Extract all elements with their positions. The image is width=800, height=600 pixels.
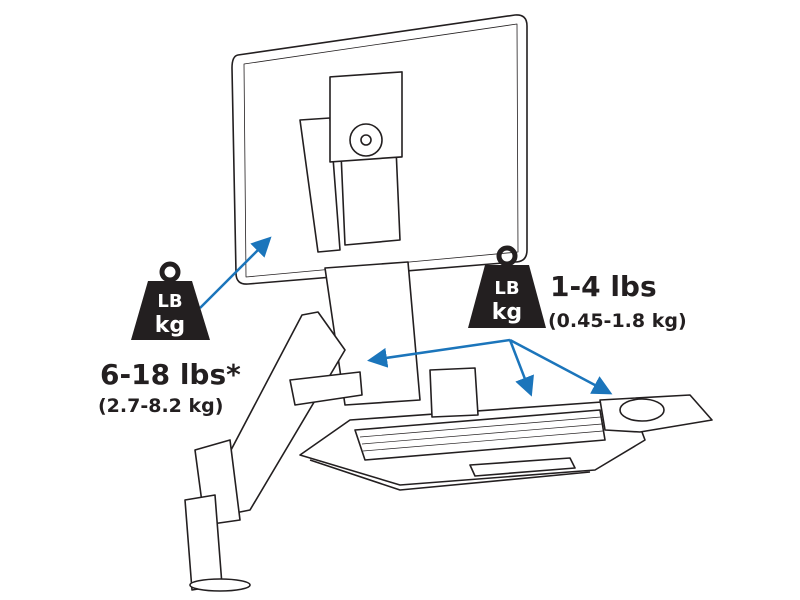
weight-icon-label-kg: kg [155,313,185,338]
load-arrows [199,236,613,397]
keyboard-weight-kg: (0.45-1.8 kg) [548,310,687,332]
keyboard [354,409,606,461]
monitor-weight-kg: (2.7-8.2 kg) [98,395,224,417]
mouse [619,398,665,422]
keyboard-weight-lbs: 1-4 lbs [550,270,657,303]
weight-icon-label-lb: LB [157,291,182,312]
weight-icon-label-lb: LB [494,278,519,299]
weight-icon-monitor: LB kg [131,261,210,340]
vesa-plate [329,71,403,163]
weight-icon-label-kg: kg [492,300,522,325]
weight-icon-keyboard: LB kg [468,245,546,328]
monitor-weight-lbs: 6-18 lbs* [100,358,241,391]
